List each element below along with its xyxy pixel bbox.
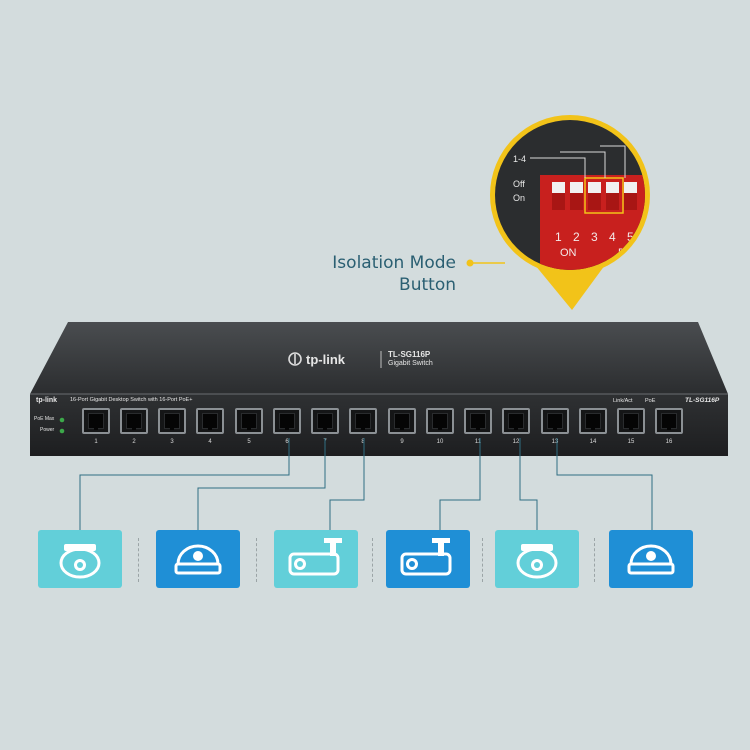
- ethernet-port-9[interactable]: [388, 408, 416, 434]
- port-number: 4: [208, 439, 212, 445]
- port-number: 10: [436, 439, 444, 445]
- dip-toggle-2: [570, 182, 583, 193]
- port-number: 9: [400, 439, 404, 445]
- dip-group-label: 1-4: [513, 154, 526, 164]
- ethernet-port-15[interactable]: [617, 408, 645, 434]
- tile-separator: [256, 538, 257, 582]
- cable-port6-camera1: [79, 438, 290, 530]
- tile-separator: [138, 538, 139, 582]
- ethernet-port-7[interactable]: [311, 408, 339, 434]
- callout-magnifier: 1-4 Off On 1 2 3 4 5 ON D: [466, 115, 650, 310]
- svg-text:4: 4: [609, 230, 616, 244]
- ethernet-port-6[interactable]: [273, 408, 301, 434]
- front-brand: tp-link: [36, 397, 57, 404]
- front-model: TL-SG116P: [685, 397, 720, 404]
- switch-brand: tp-link: [306, 352, 345, 367]
- ethernet-port-11[interactable]: [464, 408, 492, 434]
- tp-link-logo-icon: [288, 352, 302, 366]
- ethernet-port-4[interactable]: [196, 408, 224, 434]
- tile-separator: [482, 538, 483, 582]
- camera-tile-3: [274, 530, 358, 588]
- port-number: 15: [627, 439, 635, 445]
- ethernet-port-1[interactable]: [82, 408, 110, 434]
- power-label: Power: [40, 427, 55, 433]
- callout-pointer: [535, 265, 605, 310]
- ethernet-port-10[interactable]: [426, 408, 454, 434]
- ethernet-port-16[interactable]: [655, 408, 683, 434]
- dip-toggle-3: [588, 182, 601, 193]
- ethernet-port-2[interactable]: [120, 408, 148, 434]
- link-act-label: Link/Act: [613, 398, 633, 404]
- switch-subtitle: Gigabit Switch: [388, 360, 433, 367]
- isolation-mode-callout: 1-4 Off On 1 2 3 4 5 ON D Isolation Mode…: [0, 0, 750, 330]
- camera-tile-2: [156, 530, 240, 588]
- camera-tile-6: [609, 530, 693, 588]
- switch-chassis: [30, 322, 728, 456]
- dome-camera-icon: [516, 544, 558, 579]
- tile-separator: [594, 538, 595, 582]
- port-number: 11: [474, 439, 482, 445]
- dome-camera-icon: [174, 544, 222, 575]
- port-number: 13: [551, 439, 559, 445]
- dome-camera-icon: [627, 544, 675, 575]
- ethernet-port-12[interactable]: [502, 408, 530, 434]
- dip-off-label: Off: [513, 179, 525, 189]
- dip-toggle-5: [624, 182, 637, 193]
- cable-port8-camera3: [329, 438, 365, 530]
- port-number: 3: [170, 439, 174, 445]
- network-switch: tp-link TL-SG116P Gigabit Switch tp-link…: [30, 318, 730, 460]
- camera-tile-1: [38, 530, 122, 588]
- cable-port12-camera5: [519, 438, 538, 530]
- ethernet-port-14[interactable]: [579, 408, 607, 434]
- ethernet-port-5[interactable]: [235, 408, 263, 434]
- cable-port11-camera4: [439, 438, 481, 530]
- tile-separator: [372, 538, 373, 582]
- camera-tile-5: [495, 530, 579, 588]
- poe-max-led: [59, 417, 65, 423]
- port-number: 8: [361, 439, 365, 445]
- ethernet-port-13[interactable]: [541, 408, 569, 434]
- dip-toggle-4: [606, 182, 619, 193]
- ethernet-port-8[interactable]: [349, 408, 377, 434]
- dip-on-label: On: [513, 193, 525, 203]
- switch-top-panel: [30, 322, 728, 394]
- switch-model: TL-SG116P: [388, 350, 431, 359]
- svg-text:2: 2: [573, 230, 580, 244]
- dome-camera-icon: [59, 544, 101, 579]
- isolation-mode-label-line1: Isolation Mode: [332, 253, 456, 273]
- dip-on-marker: ON: [560, 247, 577, 259]
- port-number: 2: [132, 439, 136, 445]
- switch-description: 16-Port Gigabit Desktop Switch with 16-P…: [70, 397, 193, 403]
- cable-port7-camera2: [197, 438, 326, 530]
- camera-tile-4: [386, 530, 470, 588]
- dip-toggle-1: [552, 182, 565, 193]
- port-number: 1: [94, 439, 98, 445]
- svg-text:3: 3: [591, 230, 598, 244]
- poe-label: PoE: [645, 398, 656, 404]
- port-number: 16: [665, 439, 673, 445]
- callout-leader-dot: [466, 259, 474, 267]
- port-number: 14: [589, 439, 597, 445]
- port-number: 5: [247, 439, 251, 445]
- port-number: 6: [285, 439, 289, 445]
- cable-port13-camera6: [556, 438, 653, 530]
- bullet-camera-icon: [288, 538, 342, 576]
- svg-text:1: 1: [555, 230, 562, 244]
- ethernet-port-3[interactable]: [158, 408, 186, 434]
- poe-max-label: PoE Max: [34, 416, 55, 422]
- svg-text:5: 5: [627, 230, 634, 244]
- bullet-camera-icon: [400, 538, 452, 576]
- power-led: [59, 428, 65, 434]
- port-number: 12: [512, 439, 520, 445]
- isolation-mode-label-line2: Button: [399, 275, 456, 295]
